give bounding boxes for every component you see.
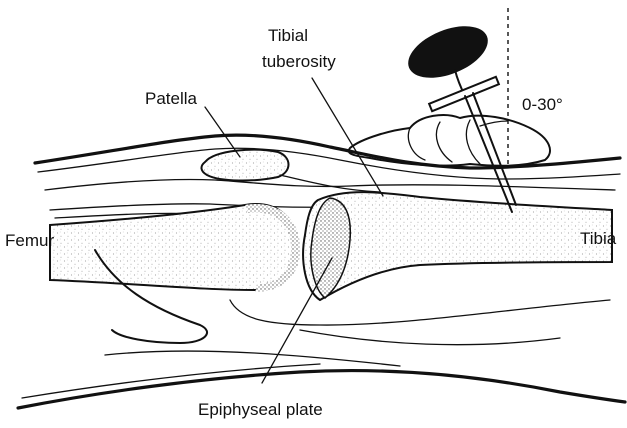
skin-bottom-inner bbox=[22, 364, 320, 398]
label-epiphyseal-plate: Epiphyseal plate bbox=[198, 400, 323, 419]
label-tibial-tuberosity-line2: tuberosity bbox=[262, 52, 336, 71]
calf-muscle-line bbox=[300, 330, 560, 345]
fascia-line-1 bbox=[45, 179, 615, 190]
label-tibia: Tibia bbox=[580, 229, 617, 248]
patellar-tendon bbox=[280, 175, 380, 192]
label-tibial-tuberosity-line1: Tibial bbox=[268, 26, 308, 45]
femur-posterior-line bbox=[230, 300, 610, 325]
label-patella: Patella bbox=[145, 89, 198, 108]
label-femur: Femur bbox=[5, 231, 54, 250]
intraosseous-needle bbox=[401, 16, 516, 212]
posterior-fascia bbox=[105, 351, 400, 366]
patella-bone bbox=[201, 150, 288, 181]
label-angle: 0-30° bbox=[522, 95, 563, 114]
femur-bone bbox=[50, 204, 298, 290]
